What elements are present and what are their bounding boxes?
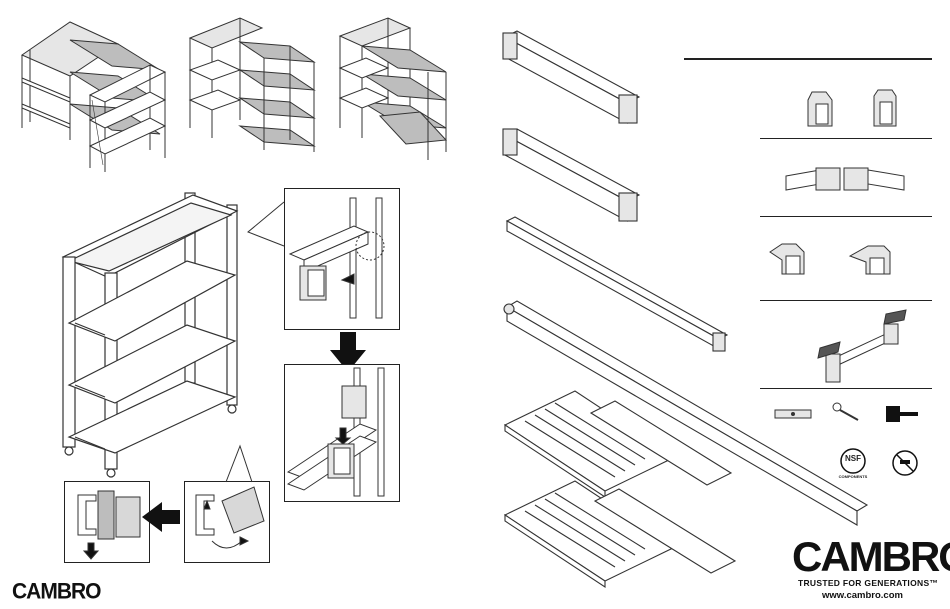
cross-brace-part	[818, 310, 906, 382]
shelf-clip-parts	[770, 244, 890, 274]
parts-header-rule	[684, 58, 932, 60]
no-tools-icon	[890, 448, 920, 478]
shelf-mat-2	[505, 481, 735, 587]
nsf-label: NSF	[838, 454, 868, 463]
brand-url[interactable]: www.cambro.com	[822, 590, 903, 601]
brand-tagline: TRUSTED FOR GENERATIONS™	[798, 578, 938, 588]
config-three-unit	[340, 18, 446, 160]
detail-clip-illustration-1	[284, 188, 398, 328]
wrench-icon	[832, 402, 862, 422]
clip-detail-left	[64, 481, 148, 561]
detail-clip-illustration-2	[284, 364, 398, 500]
nsf-sub-label: COMPONENTS	[828, 474, 878, 479]
configuration-illustrations	[0, 0, 470, 180]
mallet-icon	[884, 404, 920, 426]
corner-clip-parts	[808, 90, 896, 126]
level-icon	[774, 408, 814, 422]
cambro-logo-left: CAMBRO	[12, 579, 101, 604]
left-arrow-icon	[142, 502, 182, 532]
parts-illustrations	[495, 25, 755, 585]
clip-detail-callout	[224, 444, 254, 484]
clip-detail-right	[184, 481, 268, 561]
config-corner-unit	[22, 22, 165, 172]
cambro-logo-right: CAMBRO	[792, 536, 950, 578]
connector-part	[786, 168, 904, 190]
top-beam-1	[503, 31, 639, 123]
config-two-unit	[190, 18, 314, 152]
top-beam-2	[503, 129, 639, 221]
